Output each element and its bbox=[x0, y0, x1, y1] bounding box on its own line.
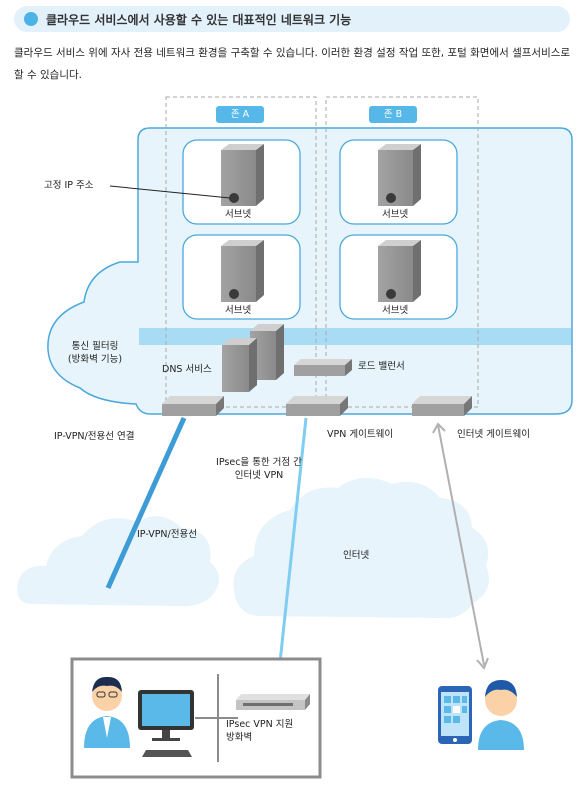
load-balancer-icon bbox=[294, 359, 352, 376]
server-icon bbox=[221, 144, 264, 206]
server-icon bbox=[378, 240, 421, 302]
ipsec-vpn-label: IPsec을 통한 거점 간 인터넷 VPN bbox=[204, 456, 314, 482]
desktop-pc-icon bbox=[138, 690, 194, 757]
filtering-band bbox=[139, 328, 571, 345]
dns-service-label: DNS 서비스 bbox=[162, 364, 212, 375]
static-ip-label: 고정 IP 주소 bbox=[44, 180, 94, 191]
subnet-label: 서브넷 bbox=[382, 305, 409, 316]
ipsec-vpn-label-line2: 인터넷 VPN bbox=[234, 470, 284, 481]
firewall-label: IPsec VPN 지원 방화벽 bbox=[226, 718, 293, 744]
mobile-phone-icon bbox=[438, 686, 472, 744]
intro-paragraph: 클라우드 서비스 위에 자사 전용 네트워크 환경을 구축할 수 있습니다. 이… bbox=[14, 47, 571, 81]
server-icon bbox=[378, 144, 421, 206]
subnet-label: 서브넷 bbox=[225, 209, 252, 220]
firewall-label-line2: 방화벽 bbox=[226, 732, 253, 743]
zone-b-label: 존 B bbox=[369, 106, 417, 123]
filtering-label: 통신 필터링 (방화벽 기능) bbox=[60, 340, 130, 366]
internet-access-arrow bbox=[432, 422, 489, 670]
ipsec-vpn-link bbox=[274, 417, 308, 701]
dns-server-icon bbox=[222, 338, 257, 392]
static-ip-pointer bbox=[109, 185, 231, 199]
ip-vpn-link bbox=[105, 416, 187, 590]
internet-label: 인터넷 bbox=[343, 550, 370, 561]
ipsec-firewall-icon bbox=[236, 694, 310, 710]
ip-vpn-gateway-icon bbox=[162, 396, 224, 416]
ip-vpn-connection-label: IP-VPN/전용선 연결 bbox=[54, 431, 135, 442]
internet-gateway-label: 인터넷 게이트웨이 bbox=[457, 429, 530, 440]
subnet-label: 서브넷 bbox=[225, 305, 252, 316]
filtering-label-line2: (방화벽 기능) bbox=[67, 354, 123, 365]
office-user-icon bbox=[84, 676, 130, 748]
vpn-gateway-icon bbox=[286, 396, 348, 416]
header-bar: 클라우드 서비스에서 사용할 수 있는 대표적인 네트워크 기능 bbox=[14, 6, 570, 32]
load-balancer-label: 로드 밸런서 bbox=[358, 361, 405, 372]
ipsec-vpn-label-line1: IPsec을 통한 거점 간 bbox=[216, 457, 302, 468]
filtering-label-line1: 통신 필터링 bbox=[71, 341, 119, 352]
zone-a-label: 존 A bbox=[216, 106, 264, 123]
bullet-icon bbox=[24, 12, 38, 26]
page-title: 클라우드 서비스에서 사용할 수 있는 대표적인 네트워크 기능 bbox=[46, 13, 352, 27]
internet-gateway-icon bbox=[412, 396, 472, 416]
subnet-label: 서브넷 bbox=[382, 209, 409, 220]
internet-user-icon bbox=[478, 680, 524, 750]
zone-a-box bbox=[165, 96, 317, 408]
server-icon bbox=[221, 240, 264, 302]
vpn-gateway-label: VPN 게이트웨이 bbox=[327, 429, 394, 440]
ip-vpn-leased-label: IP-VPN/전용선 bbox=[137, 529, 197, 540]
firewall-label-line1: IPsec VPN 지원 bbox=[226, 719, 294, 730]
